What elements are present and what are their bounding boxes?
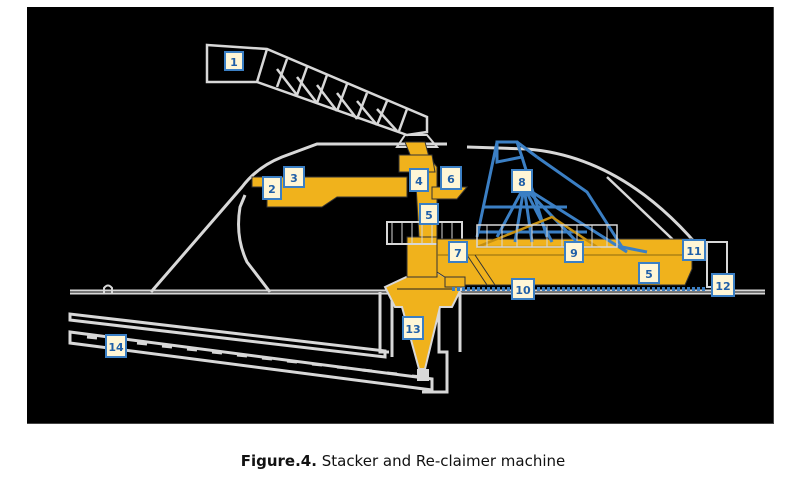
label-5-column: 5 [419, 203, 439, 225]
label-3-text: 3 [290, 172, 298, 185]
label-11-text: 11 [686, 245, 701, 258]
label-6: 6 [440, 166, 462, 190]
label-4-text: 4 [415, 175, 423, 188]
label-1-text: 1 [230, 56, 238, 69]
label-5-column-text: 5 [425, 209, 433, 222]
caption-text: Stacker and Re-claimer machine [321, 452, 566, 470]
figure-caption: Figure.4. Stacker and Re-claimer machine [0, 452, 806, 470]
label-12: 12 [711, 273, 735, 297]
label-14-text: 14 [108, 341, 124, 354]
label-1: 1 [224, 51, 244, 71]
label-6-text: 6 [447, 173, 455, 186]
stacker-reclaimer-diagram: 1 2 3 4 5 6 7 8 9 10 11 12 [68, 43, 765, 394]
harrow-frame [475, 140, 648, 254]
label-5-bridge-text: 5 [645, 268, 653, 281]
label-2: 2 [262, 176, 282, 200]
label-8: 8 [511, 169, 533, 193]
belt-conveyor [68, 312, 434, 392]
label-8-text: 8 [518, 176, 526, 189]
label-10-text: 10 [515, 284, 531, 297]
caption-prefix: Figure.4. [240, 452, 317, 470]
label-9: 9 [564, 241, 584, 263]
label-13-text: 13 [405, 323, 420, 336]
label-2-text: 2 [268, 183, 276, 196]
label-5-bridge: 5 [638, 262, 660, 284]
label-7-text: 7 [454, 247, 462, 260]
harrow-beam [476, 215, 618, 249]
boom-truss [205, 43, 440, 148]
label-4: 4 [409, 168, 429, 192]
label-7: 7 [448, 241, 468, 263]
label-13: 13 [402, 316, 424, 340]
label-12-text: 12 [715, 280, 730, 293]
label-14: 14 [105, 334, 127, 358]
stockpile-outline [149, 142, 709, 293]
ground-marker [103, 284, 113, 294]
label-9-text: 9 [570, 247, 578, 260]
diagram-canvas: 1 2 3 4 5 6 7 8 9 10 11 12 [27, 7, 774, 424]
label-11: 11 [682, 239, 706, 261]
label-3: 3 [283, 166, 305, 188]
label-10: 10 [511, 278, 535, 300]
